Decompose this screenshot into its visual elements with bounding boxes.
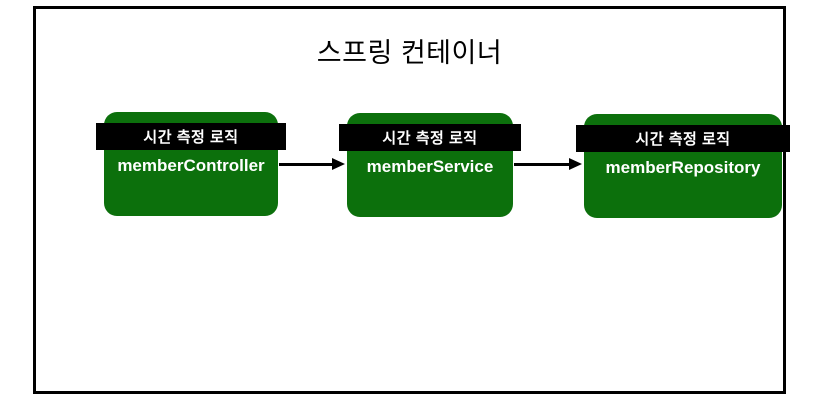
bean-name-member-controller: memberController: [117, 156, 265, 175]
time-measure-band-label: 시간 측정 로직: [143, 129, 239, 146]
time-measure-band: 시간 측정 로직: [576, 125, 790, 152]
bean-name-member-service: memberService: [366, 157, 494, 176]
time-measure-band-label: 시간 측정 로직: [635, 131, 731, 148]
time-measure-band: 시간 측정 로직: [339, 124, 521, 151]
arrow-line: [514, 163, 573, 166]
spring-container-title: 스프링 컨테이너: [316, 38, 503, 68]
bean-name-member-repository: memberRepository: [605, 158, 761, 177]
arrowhead-right-icon: [332, 158, 345, 170]
arrow-controller-to-service: [279, 158, 345, 171]
bean-box-member-service: 시간 측정 로직 memberService: [339, 113, 521, 217]
arrow-line: [279, 163, 336, 166]
arrowhead-right-icon: [569, 158, 582, 170]
bean-box-member-controller: 시간 측정 로직 memberController: [96, 112, 286, 216]
time-measure-band-label: 시간 측정 로직: [382, 130, 478, 147]
arrow-service-to-repository: [514, 158, 582, 171]
bean-box-member-repository: 시간 측정 로직 memberRepository: [576, 114, 790, 218]
spring-container-frame: 스프링 컨테이너 시간 측정 로직 memberController 시간 측정…: [33, 6, 790, 394]
time-measure-band: 시간 측정 로직: [96, 123, 286, 150]
